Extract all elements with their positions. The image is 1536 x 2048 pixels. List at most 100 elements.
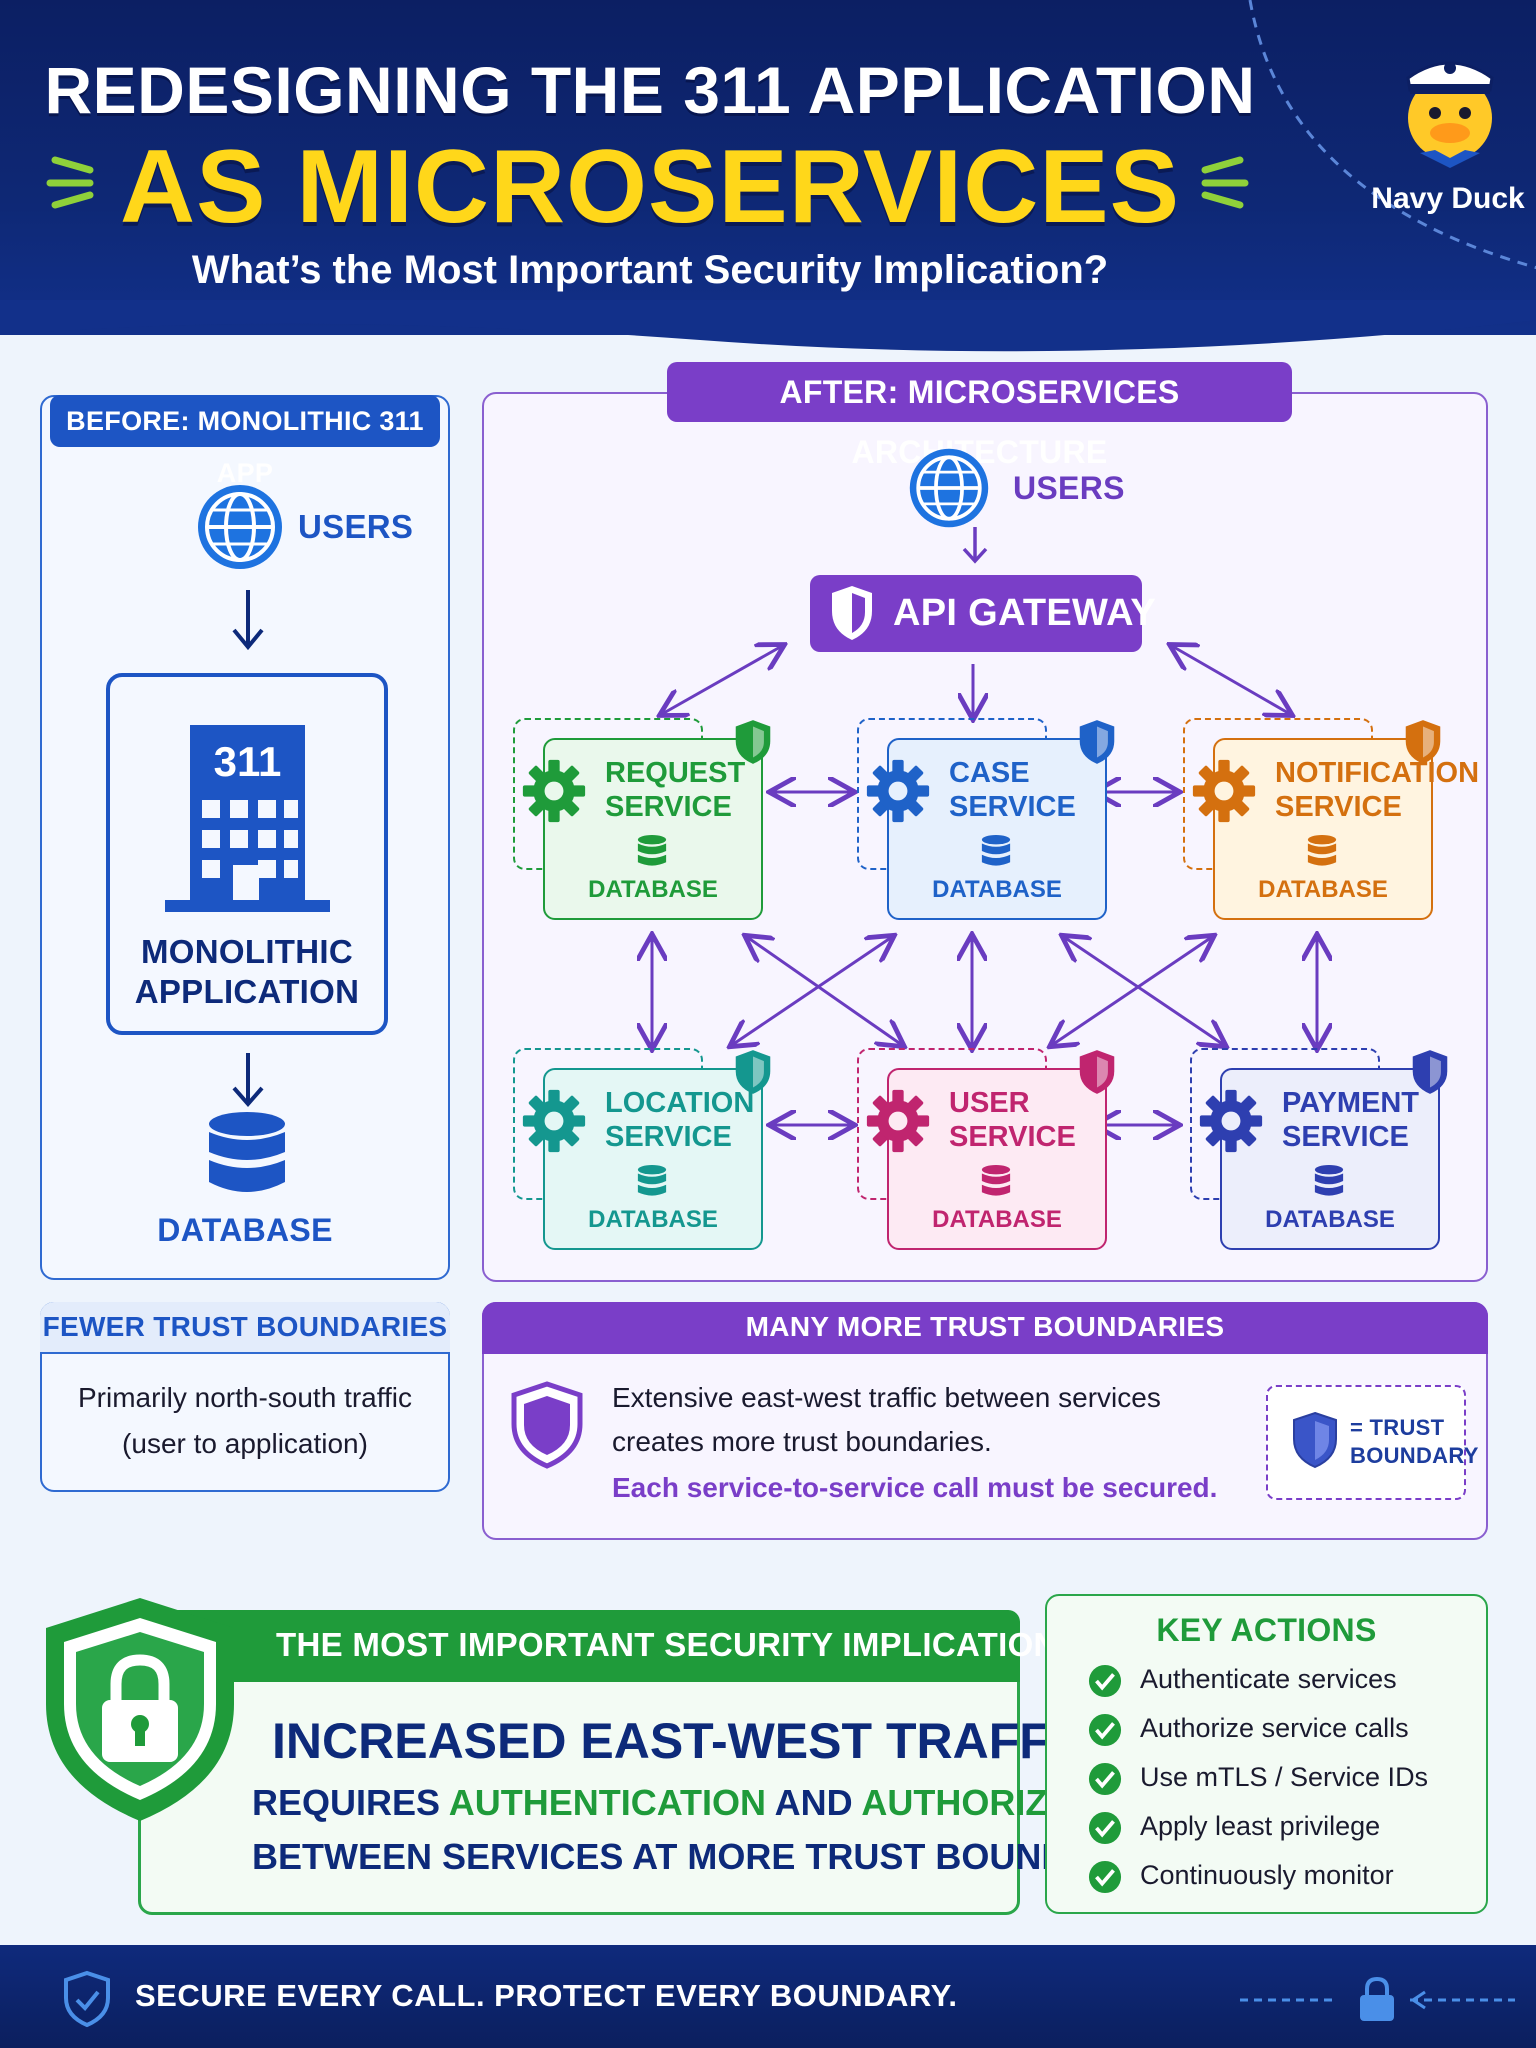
database-icon <box>981 835 1011 866</box>
case-service-name-1: CASE <box>949 757 1030 789</box>
many-tag: MANY MORE TRUST BOUNDARIES <box>745 1311 1225 1342</box>
trust-shield-icon <box>735 1050 771 1094</box>
legend-line-2: BOUNDARY <box>1350 1443 1479 1468</box>
location-service-db-label: DATABASE <box>588 1206 718 1233</box>
fewer-tag: FEWER TRUST BOUNDARIES <box>42 1311 448 1342</box>
globe-icon <box>198 485 282 569</box>
key-action-item: Authorize service calls <box>1140 1713 1409 1743</box>
implication-requires: REQUIRES <box>252 1782 449 1823</box>
implication-tag: THE MOST IMPORTANT SECURITY IMPLICATION <box>276 1626 1058 1663</box>
title-line-1: REDESIGNING THE 311 APPLICATION <box>44 53 1256 127</box>
spark-left-icon <box>46 156 94 209</box>
trust-shield-icon <box>735 720 771 764</box>
service-connections <box>482 392 1488 1282</box>
user-service-db-label: DATABASE <box>932 1206 1062 1233</box>
legend-line-1: = TRUST <box>1350 1415 1445 1440</box>
payment-service-box <box>1220 1068 1440 1250</box>
header-banner <box>0 0 1536 335</box>
spark-right-icon <box>1201 156 1249 209</box>
fewer-line-1: Primarily north-south traffic <box>77 1382 413 1413</box>
check-circle-icon <box>1088 1811 1122 1845</box>
gear-icon <box>1192 759 1256 823</box>
location-service-name-2: SERVICE <box>605 1121 732 1153</box>
implication-header <box>138 1610 1020 1682</box>
key-action-item: Apply least privilege <box>1140 1811 1381 1841</box>
request-service-db-label: DATABASE <box>588 876 718 903</box>
many-line-1: Extensive east-west traffic between serv… <box>612 1382 1161 1413</box>
gear-icon <box>522 759 586 823</box>
after-users-label: USERS <box>1013 470 1125 506</box>
database-icon <box>981 1165 1011 1196</box>
before-users-label: USERS <box>298 508 414 545</box>
footer-bar <box>0 1945 1536 2048</box>
globe-icon <box>909 448 989 528</box>
gear-icon <box>1199 1089 1263 1153</box>
title-line-2: AS MICROSERVICES <box>119 129 1181 245</box>
case-service-db-label: DATABASE <box>932 876 1062 903</box>
implication-line-3: BETWEEN SERVICES AT MORE TRUST BOUNDARIE… <box>252 1836 1188 1877</box>
lock-line-icon <box>1240 1976 1515 2021</box>
api-gateway-label: API GATEWAY <box>893 592 1157 634</box>
case-service-name-2: SERVICE <box>949 791 1076 823</box>
database-icon <box>1314 1165 1344 1196</box>
shield-icon <box>832 586 872 640</box>
many-line-2: creates more trust boundaries. <box>612 1426 992 1457</box>
request-service-name-1: REQUEST <box>605 757 746 789</box>
case-service-box <box>887 738 1107 920</box>
location-service-box <box>543 1068 763 1250</box>
key-actions-panel <box>1045 1594 1488 1914</box>
arrow-down-icon <box>962 527 988 564</box>
implication-authentication: AUTHENTICATION <box>448 1782 767 1823</box>
before-tag: BEFORE: MONOLITHIC 311 APP <box>50 395 440 488</box>
trust-shield-icon <box>1412 1050 1448 1094</box>
shield-check-icon <box>64 1970 110 2028</box>
arrow-down-icon <box>232 590 264 651</box>
check-circle-icon <box>1088 1713 1122 1747</box>
user-service-box <box>887 1068 1107 1250</box>
building-number: 311 <box>213 738 282 785</box>
monolith-label-1: MONOLITHIC <box>141 933 353 970</box>
key-actions-title: KEY ACTIONS <box>1156 1612 1377 1648</box>
gear-icon <box>866 1089 930 1153</box>
monolith-label-2: APPLICATION <box>134 973 360 1010</box>
shield-icon <box>511 1381 583 1469</box>
database-icon <box>637 1165 667 1196</box>
many-line-3: Each service-to-service call must be sec… <box>612 1472 1218 1503</box>
key-action-item: Continuously monitor <box>1140 1860 1394 1890</box>
check-circle-icon <box>1088 1762 1122 1796</box>
subtitle: What’s the Most Important Security Impli… <box>191 248 1109 292</box>
key-action-item: Use mTLS / Service IDs <box>1140 1762 1429 1792</box>
check-circle-icon <box>1088 1664 1122 1698</box>
notification-service-name-1: NOTIFICATION <box>1275 757 1480 789</box>
fewer-header <box>40 1302 450 1354</box>
many-header <box>482 1302 1488 1354</box>
header-wave <box>0 300 1536 352</box>
lock-shield-icon <box>46 1598 234 1821</box>
mascot-name: Navy Duck <box>1371 182 1525 215</box>
implication-line-2: REQUIRES AUTHENTICATION AND AUTHORIZATIO… <box>252 1782 1157 1824</box>
building-icon <box>165 725 330 912</box>
database-icon <box>637 835 667 866</box>
request-service-box <box>543 738 763 920</box>
payment-service-name-2: SERVICE <box>1282 1121 1409 1153</box>
payment-service-name-1: PAYMENT <box>1282 1087 1419 1119</box>
location-service-name-1: LOCATION <box>605 1087 755 1119</box>
trust-shield-icon <box>1405 720 1441 764</box>
database-icon <box>209 1112 285 1192</box>
after-tag: AFTER: MICROSERVICES ARCHITECTURE <box>667 362 1292 470</box>
notification-service-name-2: SERVICE <box>1275 791 1402 823</box>
check-circle-icon <box>1088 1860 1122 1894</box>
navy-duck-mascot-icon <box>1406 61 1494 168</box>
trust-shield-icon <box>1079 720 1115 764</box>
payment-service-db-label: DATABASE <box>1265 1206 1395 1233</box>
user-service-name-2: SERVICE <box>949 1121 1076 1153</box>
database-icon <box>1307 835 1337 866</box>
trust-shield-icon <box>1079 1050 1115 1094</box>
notification-service-db-label: DATABASE <box>1258 876 1388 903</box>
request-service-name-2: SERVICE <box>605 791 732 823</box>
before-db-label: DATABASE <box>157 1212 333 1248</box>
fewer-line-2: (user to application) <box>122 1428 368 1459</box>
gear-icon <box>866 759 930 823</box>
trust-shield-icon <box>1293 1411 1337 1469</box>
implication-headline: INCREASED EAST-WEST TRAFFIC <box>272 1713 1100 1769</box>
